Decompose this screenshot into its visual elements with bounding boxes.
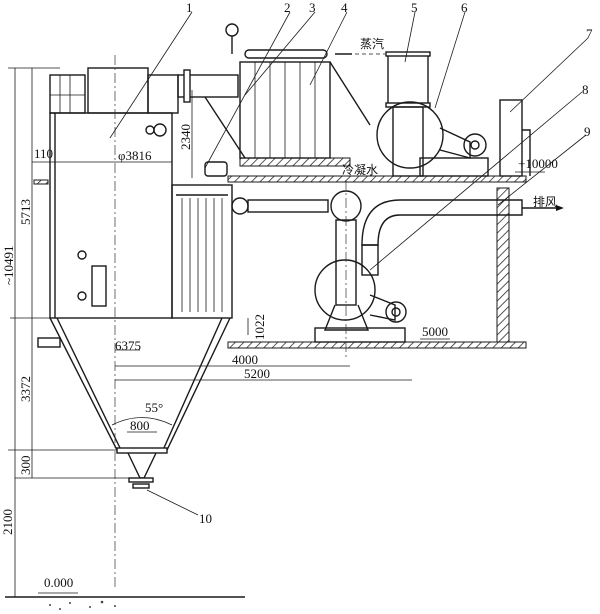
dim-wall-gap: 110 <box>34 146 53 161</box>
dim-wall-distance: 5200 <box>244 366 270 381</box>
leader-lines <box>109 11 589 516</box>
wall <box>496 187 510 343</box>
supply-fan <box>376 51 531 177</box>
part-label-4: 4 <box>341 0 348 15</box>
part-label-3: 3 <box>309 0 316 15</box>
dim-total-height: ~10491 <box>1 245 16 285</box>
part-label-5: 5 <box>411 0 418 15</box>
dim-duct-height: 2340 <box>178 124 193 150</box>
dim-outlet-height: 300 <box>18 456 33 476</box>
steam-label: 蒸汽 <box>360 36 384 51</box>
dim-ground-clearance: 2100 <box>0 509 15 535</box>
dim-diameter: φ3816 <box>118 148 152 163</box>
drying-tower <box>33 55 246 590</box>
part-label-2: 2 <box>284 0 291 15</box>
dim-cone-angle: 55° <box>145 400 163 415</box>
part-label-6: 6 <box>461 0 468 15</box>
elevation-upper: +10000 <box>518 156 558 171</box>
dimension-lines <box>8 67 545 597</box>
bag-filter <box>171 161 329 319</box>
dim-offset: 6375 <box>115 338 141 353</box>
dim-filter-bottom: 1022 <box>252 314 267 340</box>
part-label-1: 1 <box>186 0 193 15</box>
part-label-10: 10 <box>199 511 212 526</box>
exhaust-fan <box>314 180 564 360</box>
upper-floor-slab <box>227 175 527 183</box>
dim-outlet-width: 800 <box>130 418 150 433</box>
dim-fan-distance: 4000 <box>232 352 258 367</box>
condensate-label: 冷凝水 <box>342 162 378 177</box>
ground-texture <box>49 600 116 610</box>
dim-cone-height: 3372 <box>18 376 33 402</box>
part-label-8: 8 <box>582 82 589 97</box>
elevation-ground: 0.000 <box>44 575 73 590</box>
lower-floor-slab <box>227 341 527 349</box>
steam-heater <box>225 23 385 167</box>
dim-upper-height: 5713 <box>18 199 33 225</box>
exhaust-label: 排风 <box>533 195 557 209</box>
part-label-7: 7 <box>586 26 593 41</box>
elevation-lower: 5000 <box>422 324 448 339</box>
part-label-9: 9 <box>584 124 591 139</box>
